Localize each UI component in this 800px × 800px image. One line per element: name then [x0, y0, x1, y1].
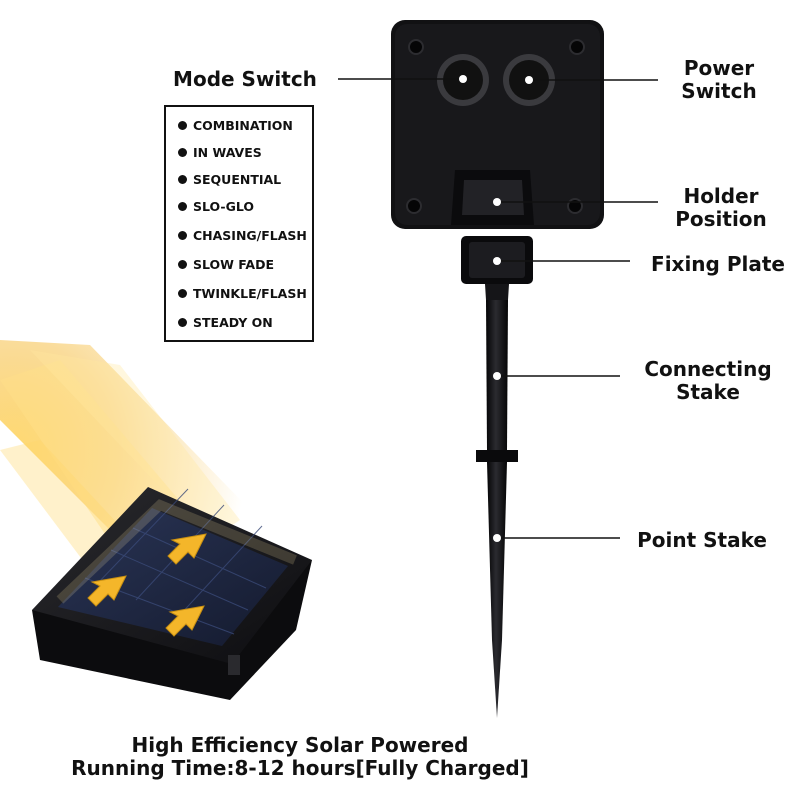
label-mode-switch: Mode Switch	[173, 67, 317, 91]
mode-item: CHASING/FLASH	[178, 228, 307, 243]
mode-item: IN WAVES	[178, 145, 262, 160]
label-power-switch: Power Switch	[681, 56, 757, 103]
bullet-icon	[178, 148, 187, 157]
mode-item: SLO-GLO	[178, 199, 254, 214]
caption-line-2: Running Time:8-12 hours[Fully Charged]	[71, 756, 529, 780]
label-fixing-plate: Fixing Plate	[651, 252, 785, 276]
solar-panel-box	[32, 487, 312, 700]
mode-item: COMBINATION	[178, 118, 293, 133]
arrow-down-right-icon	[87, 533, 207, 637]
bullet-icon	[178, 202, 187, 211]
bullet-icon	[178, 121, 187, 130]
label-holder-position: Holder Position	[675, 184, 767, 231]
bullet-icon	[178, 318, 187, 327]
mode-item: TWINKLE/FLASH	[178, 286, 307, 301]
bullet-icon	[178, 260, 187, 269]
bullet-icon	[178, 289, 187, 298]
controller-box	[391, 20, 604, 229]
stake	[476, 284, 518, 718]
caption-line-1: High Efficiency Solar Powered	[131, 733, 469, 757]
leader-lines	[338, 78, 658, 539]
leader-dots	[459, 75, 533, 542]
label-connecting-stake: Connecting Stake	[644, 357, 772, 404]
bullet-icon	[178, 175, 187, 184]
mode-item: SEQUENTIAL	[178, 172, 281, 187]
mode-item: STEADY ON	[178, 315, 273, 330]
modes-list: COMBINATION IN WAVES SEQUENTIAL SLO-GLO …	[164, 105, 314, 342]
label-point-stake: Point Stake	[637, 528, 767, 552]
mode-item: SLOW FADE	[178, 257, 274, 272]
bullet-icon	[178, 231, 187, 240]
